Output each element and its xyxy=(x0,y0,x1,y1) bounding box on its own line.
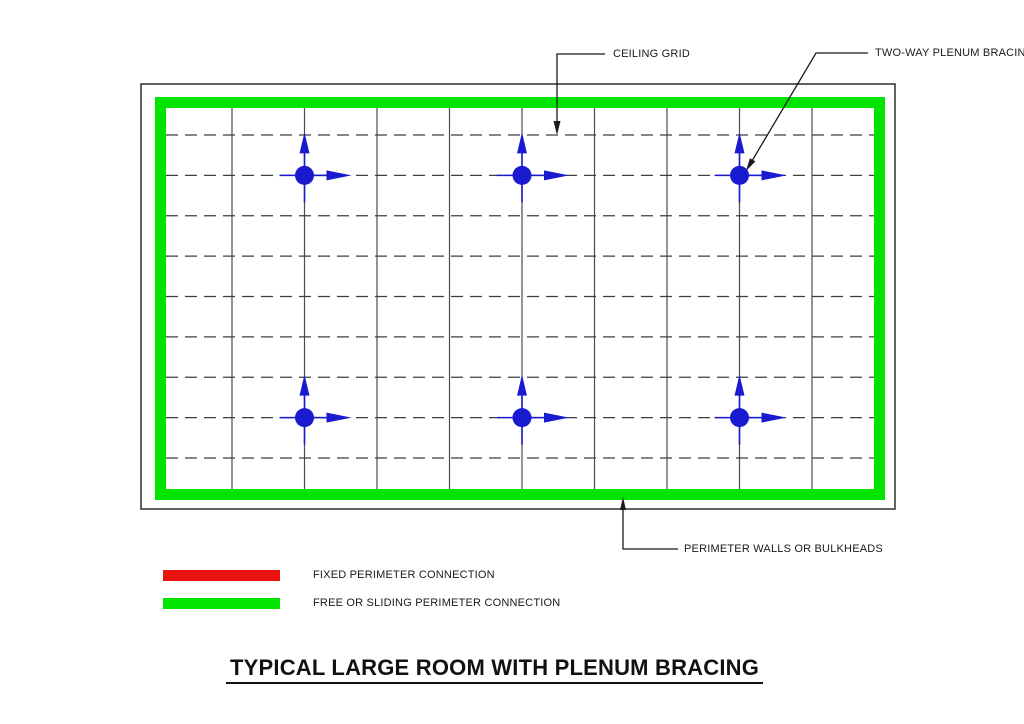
ceiling-grid-label: CEILING GRID xyxy=(613,48,690,60)
two-way-brace-symbol xyxy=(714,374,787,445)
leader-perimeter-walls xyxy=(620,497,678,550)
fixed-perimeter-legend-label: FIXED PERIMETER CONNECTION xyxy=(313,569,495,581)
two-way-plenum-bracing-label: TWO-WAY PLENUM BRACING xyxy=(875,47,1024,59)
leader-ceiling-grid xyxy=(553,53,605,135)
two-way-brace-symbol xyxy=(497,374,569,445)
leader-two-way-plenum-bracing xyxy=(746,52,868,171)
two-way-brace-symbol xyxy=(279,374,352,445)
room-outline xyxy=(140,83,896,510)
two-way-brace-symbol xyxy=(714,132,787,203)
ceiling-grid-lines xyxy=(166,108,874,489)
free-perimeter-swatch xyxy=(163,598,280,609)
free-perimeter-border xyxy=(155,97,885,500)
fixed-perimeter-swatch xyxy=(163,570,280,581)
drawing-title: TYPICAL LARGE ROOM WITH PLENUM BRACING xyxy=(226,655,764,684)
free-perimeter-legend-label: FREE OR SLIDING PERIMETER CONNECTION xyxy=(313,597,561,609)
perimeter-walls-label: PERIMETER WALLS OR BULKHEADS xyxy=(684,543,883,555)
two-way-brace-symbol xyxy=(279,132,352,203)
two-way-bracing-symbols xyxy=(279,132,787,445)
two-way-brace-symbol xyxy=(497,132,569,203)
